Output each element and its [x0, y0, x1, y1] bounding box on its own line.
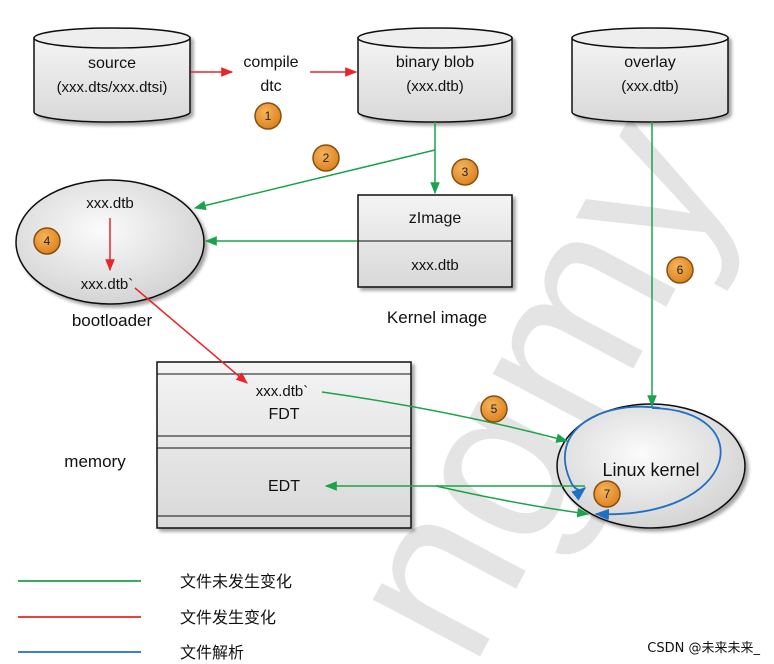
- overlay-title: overlay: [624, 54, 676, 71]
- step-badge-7: 7: [593, 480, 621, 508]
- svg-text:7: 7: [604, 487, 611, 501]
- overlay-subtitle: (xxx.dtb): [621, 78, 679, 95]
- source-title: source: [88, 55, 136, 72]
- dtc-label: dtc: [260, 78, 281, 95]
- source-subtitle: (xxx.dts/xxx.dtsi): [57, 79, 168, 96]
- parse-loop-left: [564, 405, 661, 501]
- binary-blob-cylinder: [357, 27, 513, 123]
- svg-text:1: 1: [265, 109, 272, 123]
- legend-label-changed: 文件发生变化: [180, 608, 276, 627]
- memory-caption: memory: [64, 452, 126, 471]
- step-badge-2: 2: [312, 144, 340, 172]
- bootloader-caption: bootloader: [72, 311, 153, 330]
- legend-label-unchanged: 文件未发生变化: [180, 572, 292, 591]
- memory-fdt-dtb: xxx.dtb`: [256, 383, 309, 400]
- memory-fdt-label: FDT: [268, 406, 299, 423]
- kernel-image-dtb: xxx.dtb: [411, 257, 459, 274]
- kernel-image-caption: Kernel image: [387, 308, 487, 327]
- kernel-image-zimage: zImage: [409, 210, 462, 227]
- legend-label-parse: 文件解析: [180, 643, 244, 662]
- arrow-blob-to-bootloader: [193, 149, 436, 211]
- step-badge-4: 4: [33, 227, 61, 255]
- svg-text:2: 2: [323, 151, 330, 165]
- bootloader-dtb-bottom: xxx.dtb`: [81, 276, 134, 293]
- overlay-cylinder: [571, 27, 729, 123]
- step-badge-6: 6: [666, 256, 694, 284]
- step-badge-1: 1: [254, 102, 282, 130]
- binary-blob-title: binary blob: [396, 54, 474, 71]
- arrow-edt-feedback: [435, 485, 590, 518]
- arrow-fdt-to-kernel: [321, 391, 569, 443]
- svg-text:5: 5: [491, 402, 498, 416]
- arrow-bootloader-to-memory: [134, 287, 248, 384]
- parse-loop-right: [594, 407, 722, 521]
- step-badge-3: 3: [451, 158, 479, 186]
- legend: 文件未发生变化 文件发生变化 文件解析: [18, 572, 292, 662]
- memory-box: [156, 361, 412, 529]
- watermark-credit: CSDN @未来未来_: [647, 641, 760, 656]
- step-badge-5: 5: [480, 395, 508, 423]
- linux-kernel-label: Linux kernel: [602, 460, 699, 480]
- bootloader-dtb-top: xxx.dtb: [86, 195, 134, 212]
- source-cylinder: [33, 27, 191, 123]
- svg-text:3: 3: [462, 165, 469, 179]
- memory-edt-label: EDT: [268, 478, 300, 495]
- binary-blob-subtitle: (xxx.dtb): [406, 78, 464, 95]
- svg-text:6: 6: [677, 263, 684, 277]
- compile-label: compile: [243, 54, 298, 71]
- svg-text:4: 4: [44, 234, 51, 248]
